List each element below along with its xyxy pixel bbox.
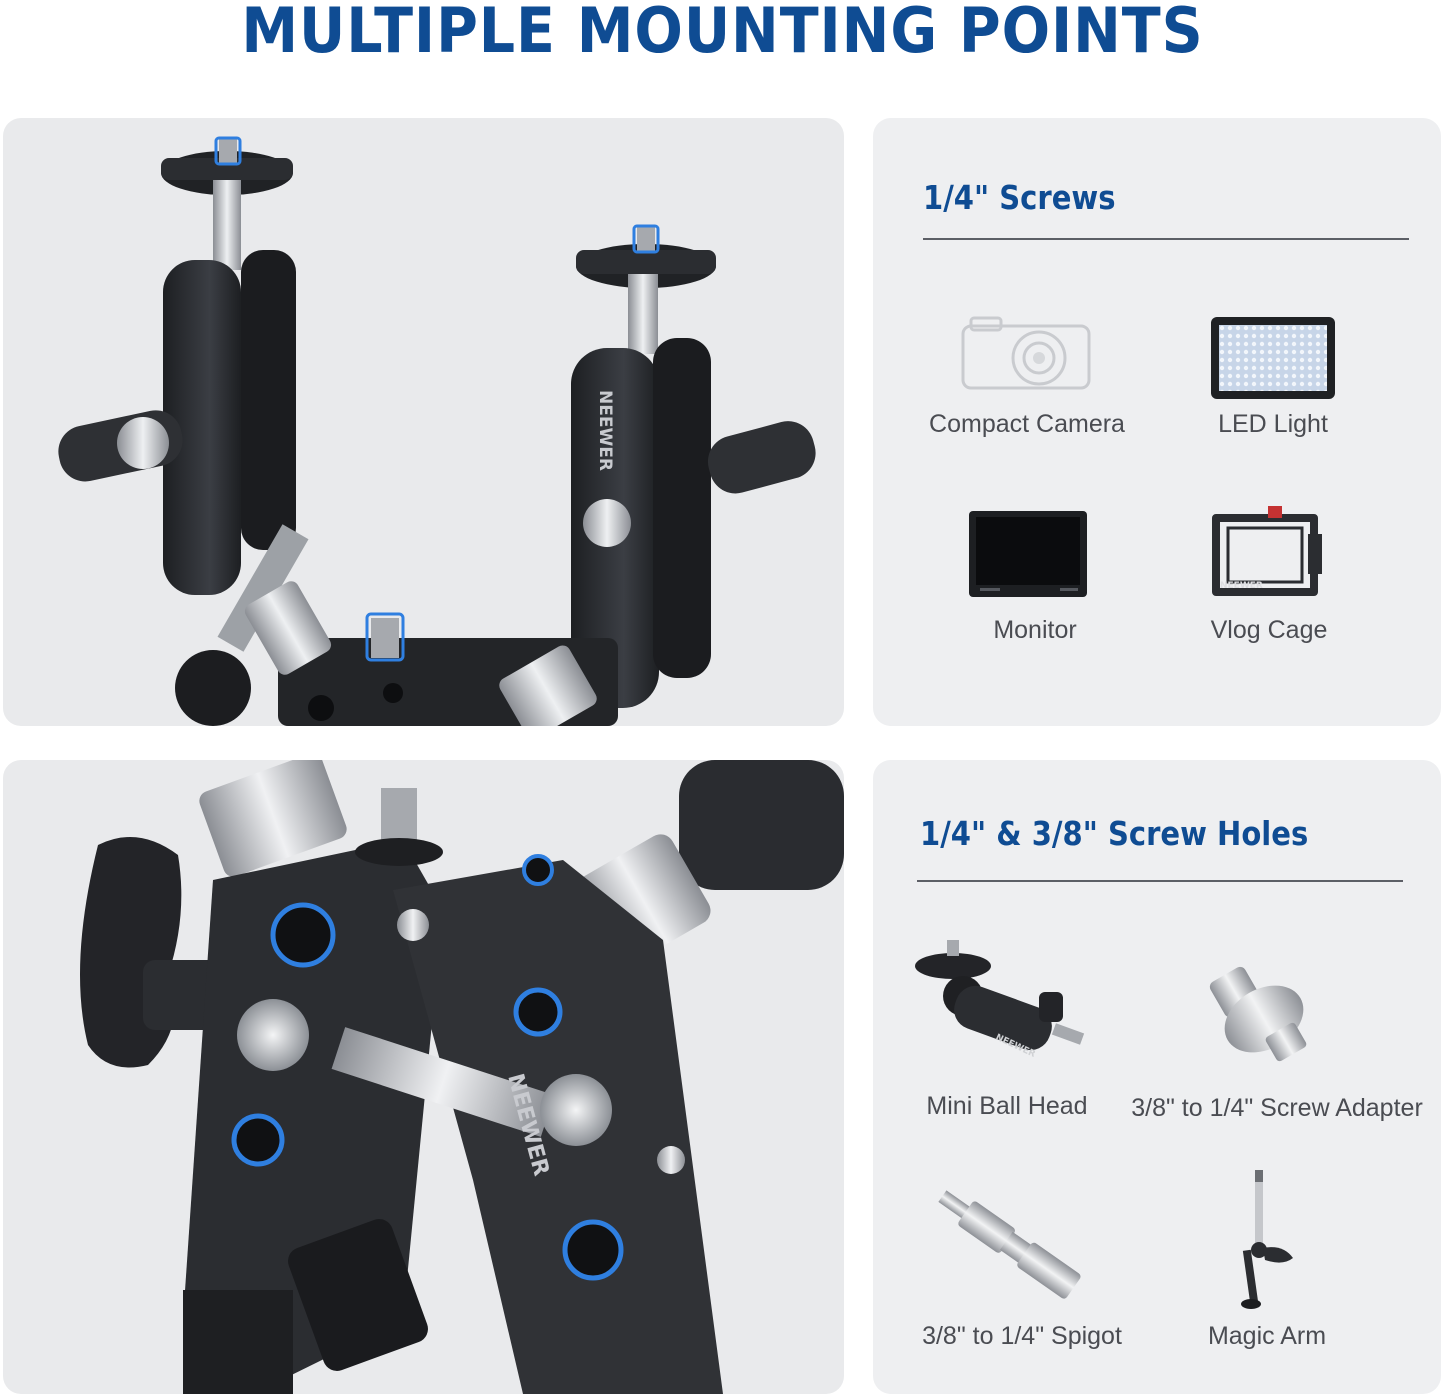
screw-hole-highlights <box>231 854 624 1281</box>
screw-holes-panel: 1/4" & 3/8" Screw Holes NEEWER Mini Ball… <box>873 760 1441 1394</box>
mini-ball-head-icon: NEEWER <box>913 936 1089 1066</box>
super-clamp-photo: NEEWER <box>3 760 844 1394</box>
vlog-cage-label: Vlog Cage <box>1210 616 1328 644</box>
mini-ball-head-label: Mini Ball Head <box>926 1092 1088 1120</box>
screws-panel: 1/4" Screws Compact Camera LED Light <box>873 118 1441 726</box>
screw-holes-divider <box>917 880 1403 882</box>
clamp-top-section <box>175 581 618 726</box>
ball-head-arms-illustration: NEEWER <box>58 136 816 726</box>
screw-adapter-icon <box>1209 964 1319 1068</box>
screws-section-title: 1/4" Screws <box>923 178 1116 217</box>
super-clamp-illustration: NEEWER <box>80 760 844 1394</box>
right-ball-head-arm: NEEWER <box>571 224 816 708</box>
magic-arm-icon <box>1225 1170 1315 1310</box>
led-light-icon <box>1210 316 1336 400</box>
spigot-label: 3/8" to 1/4" Spigot <box>922 1322 1122 1350</box>
monitor-icon <box>968 510 1088 598</box>
vlog-cage-icon: NEEWER <box>1208 504 1326 600</box>
brand-mark-right-arm: NEEWER <box>595 390 615 471</box>
page-headline: MULTIPLE MOUNTING POINTS <box>241 0 1204 67</box>
compact-camera-icon <box>961 316 1091 392</box>
spigot-icon <box>927 1184 1091 1304</box>
led-light-label: LED Light <box>1218 410 1328 438</box>
screw-holes-section-title: 1/4" & 3/8" Screw Holes <box>920 814 1309 853</box>
screw-adapter-label: 3/8" to 1/4" Screw Adapter <box>1131 1094 1423 1122</box>
compact-camera-label: Compact Camera <box>929 410 1125 438</box>
ball-head-arms-photo: NEEWER <box>3 118 844 726</box>
left-ball-head-arm <box>58 136 309 652</box>
magic-arm-label: Magic Arm <box>1207 1322 1327 1350</box>
brand-mark-vlog-cage: NEEWER <box>1220 581 1263 591</box>
screws-divider <box>923 238 1409 240</box>
monitor-label: Monitor <box>993 616 1077 644</box>
